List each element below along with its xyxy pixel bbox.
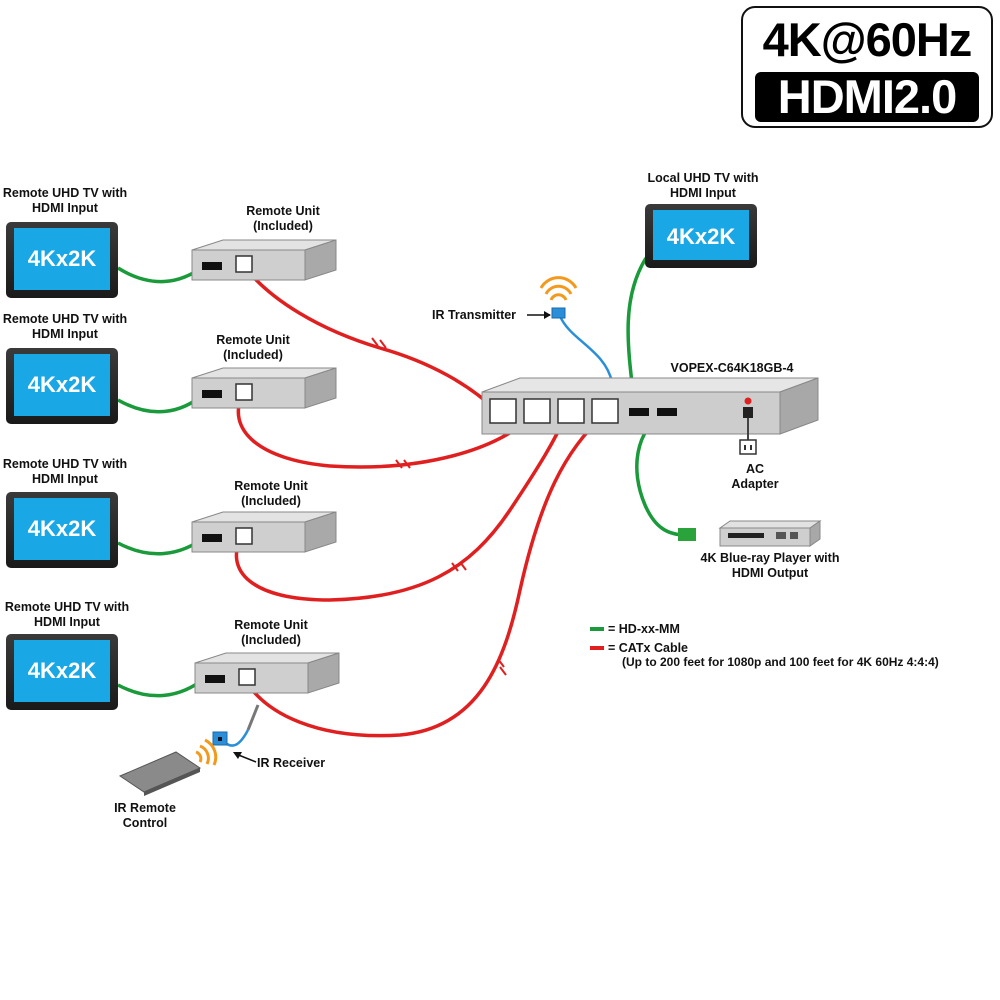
ac-adapter: [739, 439, 757, 455]
local-tv: 4Kx2K: [645, 204, 757, 268]
tv-screen-text: 4Kx2K: [667, 224, 736, 249]
remote-unit: [191, 239, 337, 281]
remote-unit: [194, 652, 340, 694]
remote-tv: 4Kx2K: [6, 492, 118, 568]
ac-adapter-label: AC Adapter: [731, 462, 779, 491]
catx-cable: [242, 264, 500, 414]
tv-screen-text: 4Kx2K: [28, 246, 97, 271]
remote-tv-label: Remote UHD TV with HDMI Input: [2, 312, 128, 341]
ir-transmitter-cable: [558, 315, 614, 383]
rj45-port: [489, 398, 517, 424]
power-led: [744, 397, 752, 405]
legend-hdmi-label: = HD-xx-MM: [608, 622, 680, 636]
spec-badge: 4K@60Hz HDMI2.0: [741, 6, 993, 128]
rj45-port: [523, 398, 551, 424]
catx-cable: [234, 414, 568, 602]
remote-tv: 4Kx2K: [6, 348, 118, 424]
catx-cable: [236, 392, 534, 469]
rj45-port: [557, 398, 585, 424]
switch-model-label: VOPEX-C64K18GB-4: [670, 361, 794, 375]
arrow-icon: [233, 752, 242, 759]
tv-screen-text: 4Kx2K: [28, 372, 97, 397]
local-tv-label: Local UHD TV with HDMI Input: [647, 171, 759, 200]
bluray-label: 4K Blue-ray Player with HDMI Output: [700, 551, 840, 580]
rj45-port: [591, 398, 619, 424]
hdmi-cable: [117, 676, 207, 698]
hdmi-port: [657, 408, 677, 416]
hdmi-plug: [678, 528, 696, 541]
ir-remote-control: [118, 738, 218, 796]
tv-screen-text: 4Kx2K: [28, 516, 97, 541]
remote-unit-label: Remote Unit (Included): [234, 618, 308, 647]
remote-tv: 4Kx2K: [6, 634, 118, 710]
remote-tv-label: Remote UHD TV with HDMI Input: [2, 186, 128, 215]
legend-catx-note: (Up to 200 feet for 1080p and 100 feet f…: [622, 655, 939, 669]
remote-tv: 4Kx2K: [6, 222, 118, 298]
legend-catx-label: = CATx Cable: [608, 641, 688, 655]
ir-transmitter-label: IR Transmitter: [432, 308, 517, 322]
ir-remote-label: IR Remote Control: [114, 801, 176, 830]
tv-screen-text: 4Kx2K: [28, 658, 97, 683]
arrow-icon: [544, 311, 551, 319]
remote-unit-label: Remote Unit (Included): [234, 479, 308, 508]
remote-tv-label: Remote UHD TV with HDMI Input: [2, 457, 128, 486]
ir-receiver: [212, 704, 260, 746]
cable-break-mark: [371, 337, 387, 349]
ir-transmitter: [539, 276, 578, 319]
main-switch: [481, 377, 819, 435]
hdmi-port: [629, 408, 649, 416]
wireless-signal-icon: [195, 738, 218, 766]
remote-tv-label: Remote UHD TV with HDMI Input: [4, 600, 130, 629]
cable-break-mark: [395, 459, 411, 469]
cable-break-mark: [497, 658, 507, 676]
catx-cable: [242, 413, 606, 738]
badge-resolution: 4K@60Hz: [762, 13, 973, 66]
wireless-signal-icon: [539, 276, 578, 301]
power-jack: [743, 407, 753, 418]
badge-interface: HDMI2.0: [755, 72, 979, 122]
remote-unit: [191, 511, 337, 553]
ir-receiver-label: IR Receiver: [257, 756, 326, 770]
remote-unit: [191, 367, 337, 409]
remote-unit-label: Remote Unit (Included): [246, 204, 320, 233]
remote-unit-label: Remote Unit (Included): [216, 333, 290, 362]
cable-break-mark: [451, 561, 467, 572]
bluray-player: [718, 520, 822, 547]
